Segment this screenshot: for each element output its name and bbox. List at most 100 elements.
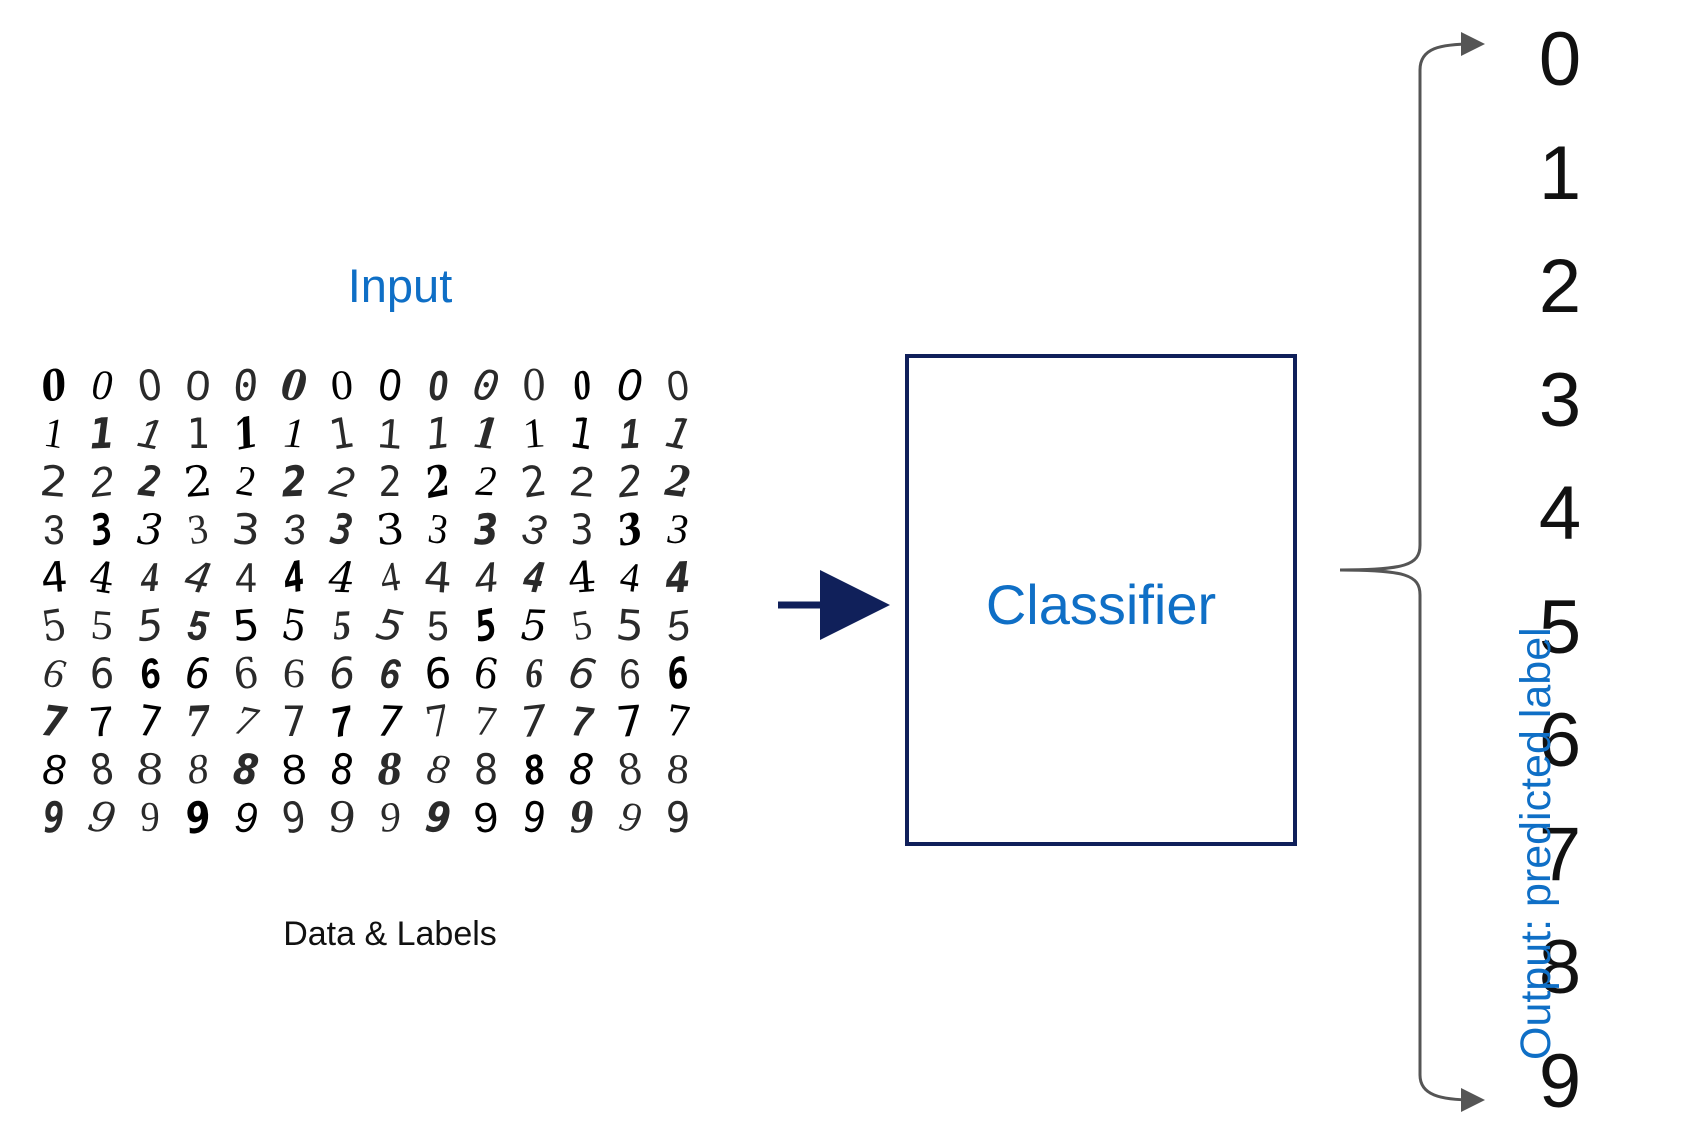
digit-sample: 7 [38,695,70,748]
digit-sample: 8 [86,743,118,796]
digit-sample: 6 [325,647,358,700]
digit-sample: 4 [616,553,644,603]
digit-sample: 5 [38,599,70,652]
digit-sample: 5 [372,598,408,653]
digit-sample: 9 [233,793,259,842]
digit-sample: 3 [518,504,550,555]
digit-sample: 7 [517,695,550,748]
digit-sample: 8 [568,744,596,795]
digit-sample: 8 [41,745,67,794]
digit-sample: 2 [518,455,550,508]
digit-sample: 0 [469,359,504,412]
digit-sample: 4 [180,550,216,605]
digit-sample: 6 [524,650,544,698]
digit-sample: 3 [184,505,212,555]
digit-sample: 2 [378,457,402,506]
digit-sample: 2 [181,455,214,508]
class-label-2: 2 [1538,244,1582,329]
digit-sample: 0 [521,361,547,410]
digit-sample: 1 [521,410,547,458]
digit-sample: 4 [38,552,70,603]
digit-sample: 8 [473,745,499,794]
digit-sample: 7 [376,696,404,747]
digit-sample: 5 [663,600,693,651]
digit-sample: 7 [327,696,357,747]
digit-sample: 3 [373,503,406,556]
digit-sample: 5 [568,601,596,651]
digit-sample: 4 [565,551,598,604]
digit-sample: 3 [424,505,452,555]
digit-sample: 8 [614,743,646,796]
digit-sample: 5 [614,599,647,652]
digit-sample: 5 [185,601,211,650]
digit-sample: 0 [37,359,71,412]
classifier-box [905,354,1297,846]
digit-sample: 7 [87,697,117,746]
digit-sample: 8 [134,743,167,796]
digit-sample: 8 [185,745,211,795]
digit-sample: 2 [326,456,358,507]
output-label: Output: predicted label [1512,627,1560,1060]
digit-sample: 8 [665,746,691,794]
digit-sample: 8 [423,745,453,795]
digit-sample: 9 [665,793,691,842]
class-label-8: 8 [1538,925,1582,1010]
digit-sample: 7 [569,697,595,746]
digit-sample: 0 [374,359,406,412]
digit-sample: 6 [135,648,165,699]
digit-sample: 4 [235,554,257,601]
digit-sample: 1 [88,408,116,459]
digit-sample: 7 [134,695,166,748]
digit-sample: 1 [186,409,210,458]
digit-sample: 4 [520,551,548,604]
class-label-9: 9 [1538,1038,1582,1124]
digit-sample: 2 [232,457,260,507]
digit-sample: 0 [90,362,114,410]
digit-sample: 6 [470,647,502,700]
digit-sample: 4 [376,553,404,603]
digit-sample: 5 [519,600,549,651]
digit-sample: 4 [86,551,118,604]
digit-sample: 6 [230,647,262,700]
digit-sample: 2 [136,455,164,508]
digit-sample: 5 [332,602,352,650]
digit-sample: 8 [230,743,262,796]
digit-sample: 1 [566,407,598,460]
digit-sample: 3 [328,503,356,556]
digit-sample: 9 [326,791,359,844]
digit-sample: 7 [281,697,307,746]
digit-sample: 6 [377,649,403,698]
digit-sample: 8 [279,745,309,794]
digit-sample: 4 [327,552,357,603]
digit-sample: 6 [662,647,694,700]
digit-sample: 7 [614,696,646,747]
digit-sample: 3 [279,504,309,555]
digit-sample: 0 [615,360,645,411]
digit-sample: 3 [230,503,263,556]
digit-sample: 6 [564,646,600,701]
digit-sample: 2 [567,457,597,506]
digit-sample: 6 [619,650,641,697]
digit-sample: 9 [615,793,645,843]
digit-sample: 0 [183,361,213,410]
digit-sample: 3 [43,506,65,553]
digit-sample: 6 [39,649,69,699]
digit-sample: 9 [518,791,550,844]
digit-sample: 9 [568,792,596,843]
class-label-3: 3 [1538,357,1582,443]
input-title: Input [347,259,453,312]
digit-sample: 3 [472,504,500,555]
digit-sample: 4 [422,551,455,604]
class-label-1: 1 [1538,130,1582,216]
digit-sample: 2 [474,458,498,506]
digit-sample: 7 [422,695,454,748]
digit-sample: 9 [422,791,454,844]
digit-sample: 0 [568,361,596,411]
